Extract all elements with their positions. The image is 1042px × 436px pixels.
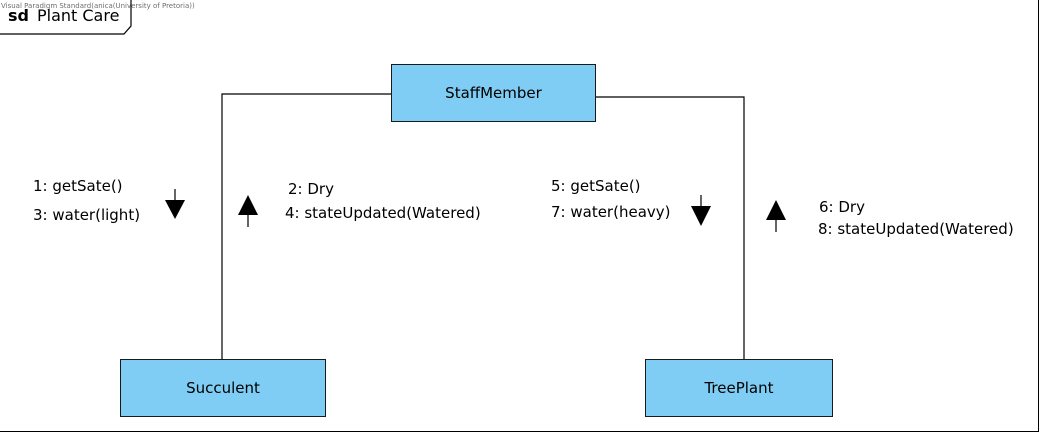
object-succulent[interactable]: Succulent (120, 359, 326, 417)
message-8: 8: stateUpdated(Watered) (818, 220, 1014, 238)
watermark: Visual Paradigm Standard(anica(Universit… (1, 2, 195, 10)
frame-title-tab (0, 0, 132, 35)
link-staff-treeplant (595, 96, 745, 359)
object-staffmember[interactable]: StaffMember (391, 64, 596, 122)
frame-name: Plant Care (36, 6, 120, 25)
object-staffmember-label: StaffMember (445, 84, 542, 102)
message-4: 4: stateUpdated(Watered) (285, 204, 481, 222)
link-staff-succulent (221, 93, 391, 359)
object-succulent-label: Succulent (186, 379, 260, 397)
arrow-down-succulent (165, 189, 185, 219)
arrow-up-treeplant (766, 200, 786, 232)
arrow-down-treeplant (691, 195, 711, 226)
frame-title: sd Plant Care (8, 6, 119, 25)
message-6: 6: Dry (819, 198, 865, 216)
object-treeplant-label: TreePlant (704, 379, 774, 397)
message-5: 5: getSate() (551, 177, 641, 195)
message-1: 1: getSate() (33, 177, 123, 195)
message-7: 7: water(heavy) (551, 203, 671, 221)
frame-keyword: sd (8, 6, 29, 25)
arrow-up-succulent (238, 195, 258, 227)
object-treeplant[interactable]: TreePlant (645, 359, 833, 417)
message-3: 3: water(light) (33, 206, 141, 224)
message-2: 2: Dry (288, 180, 334, 198)
